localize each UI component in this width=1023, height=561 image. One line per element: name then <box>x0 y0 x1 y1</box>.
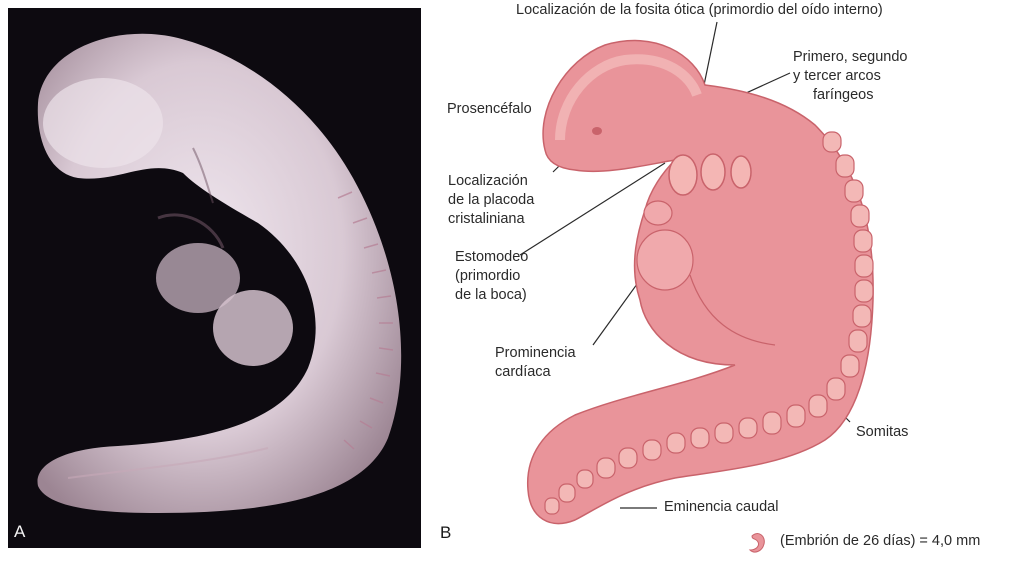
label-stomodeum-3: de la boca) <box>455 287 527 304</box>
label-otic-pit: Localización de la fosita ótica (primord… <box>516 2 883 19</box>
label-lens-1: Localización <box>448 173 528 190</box>
label-lens-2: de la placoda <box>448 192 534 209</box>
panel-b-letter: B <box>440 523 451 543</box>
label-arches-1: Primero, segundo <box>793 49 907 66</box>
label-arches-2: y tercer arcos <box>793 68 881 85</box>
label-lens-3: cristaliniana <box>448 211 525 228</box>
cardiac-prominence <box>637 230 693 290</box>
label-cardiac-2: cardíaca <box>495 364 551 381</box>
label-somites: Somitas <box>856 424 908 441</box>
embryo-photo-drawing <box>8 8 421 548</box>
label-arches-3: faríngeos <box>813 87 873 104</box>
label-stomodeum-1: Estomodeo <box>455 249 528 266</box>
label-stomodeum-2: (primordio <box>455 268 520 285</box>
scale-note: (Embrión de 26 días) = 4,0 mm <box>780 533 980 549</box>
label-caudal-eminence: Eminencia caudal <box>664 499 778 516</box>
label-forebrain: Prosencéfalo <box>447 101 532 118</box>
label-cardiac-1: Prominencia <box>495 345 576 362</box>
panel-a-letter: A <box>14 522 25 542</box>
embryo-illustration: Localización de la fosita ótica (primord… <box>425 0 1023 556</box>
scale-embryo-icon <box>750 534 764 552</box>
lens-placode <box>592 127 602 135</box>
embryo-body <box>528 41 873 524</box>
embryo-photograph <box>8 8 421 548</box>
